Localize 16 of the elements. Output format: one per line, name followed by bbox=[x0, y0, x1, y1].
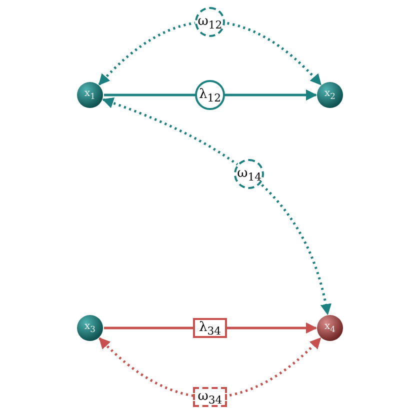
node-sphere bbox=[77, 82, 103, 108]
edge-label: λ$_{34}$ bbox=[193, 318, 227, 338]
node-sphere bbox=[317, 82, 343, 108]
edge-label: ω$_{14}$ bbox=[234, 158, 264, 189]
edge-label: λ$_{12}$ bbox=[195, 80, 225, 110]
node-label: x$_{3}$ bbox=[84, 322, 96, 334]
node-label: x$_{2}$ bbox=[324, 89, 336, 101]
dotted-arrow bbox=[98, 20, 322, 86]
edge-label: ω$_{34}$ bbox=[193, 387, 227, 408]
node-label: x$_{4}$ bbox=[324, 322, 336, 334]
dotted-arrow bbox=[98, 337, 322, 398]
node-label: x$_{1}$ bbox=[84, 89, 96, 101]
node-sphere bbox=[317, 315, 343, 341]
edge-label: ω$_{12}$ bbox=[195, 6, 225, 37]
node-sphere bbox=[77, 315, 103, 341]
dotted-arrow bbox=[102, 98, 332, 316]
